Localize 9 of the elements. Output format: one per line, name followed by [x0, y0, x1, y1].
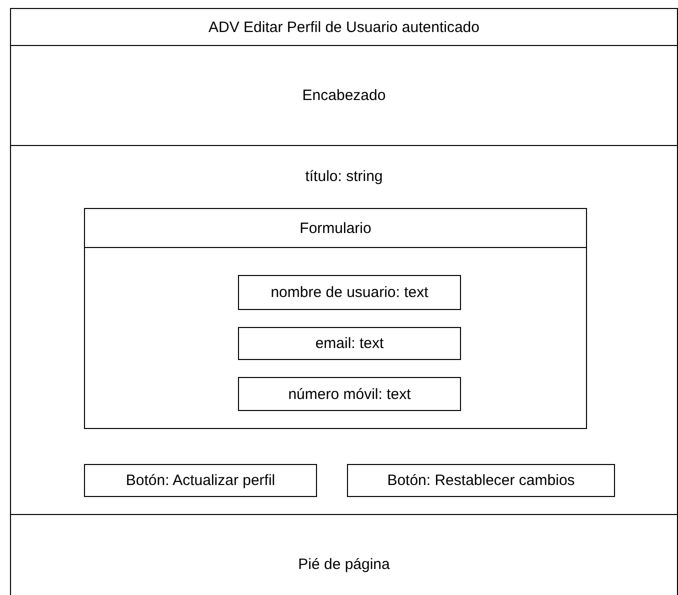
text-field: nombre de usuario: text	[238, 275, 461, 310]
title-label: título: string	[304, 167, 384, 187]
text-field: número móvil: text	[238, 377, 461, 411]
form-heading: Formulario	[85, 209, 586, 248]
button: Botón: Actualizar perfil	[84, 464, 317, 497]
form-panel	[84, 208, 587, 429]
text-field: email: text	[238, 327, 461, 360]
frame-title: ADV Editar Perfil de Usuario autenticado	[208, 18, 480, 38]
button: Botón: Restablecer cambios	[347, 464, 615, 497]
